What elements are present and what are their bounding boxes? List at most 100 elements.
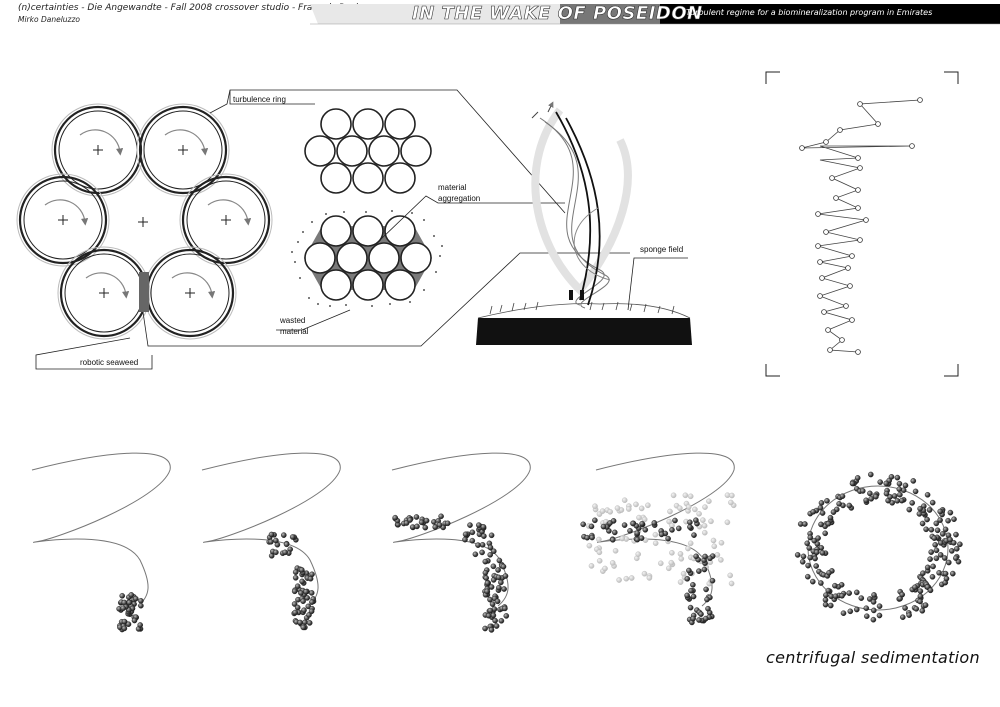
- particle-light: [641, 516, 648, 523]
- particle: [899, 591, 906, 598]
- particle-light: [718, 540, 725, 546]
- particle: [487, 552, 494, 558]
- particle: [933, 520, 940, 527]
- trajectory-point: [857, 237, 863, 243]
- packing-aggregated: [291, 210, 443, 307]
- particle: [873, 493, 879, 500]
- ring-top-left: [51, 103, 145, 197]
- particle: [487, 596, 493, 603]
- particle: [953, 555, 959, 561]
- particle: [811, 537, 818, 544]
- particle: [919, 608, 926, 614]
- particle-light: [669, 550, 675, 556]
- particle: [444, 520, 451, 527]
- trajectory-point: [817, 259, 823, 265]
- particle: [493, 623, 500, 629]
- particle-light: [677, 579, 684, 585]
- trajectory-point: [825, 327, 831, 333]
- particle: [876, 612, 883, 619]
- particle: [854, 606, 860, 613]
- particle-light: [607, 508, 614, 515]
- particle: [929, 574, 936, 580]
- particle: [822, 530, 829, 537]
- particle: [121, 625, 128, 632]
- particle: [630, 520, 636, 527]
- particle-light: [641, 570, 648, 577]
- particle: [920, 570, 926, 577]
- particle-light: [677, 551, 684, 557]
- particle: [498, 618, 505, 624]
- particle: [488, 532, 495, 539]
- particle: [942, 526, 949, 533]
- particle: [273, 537, 279, 544]
- particle: [876, 603, 883, 610]
- particle: [292, 609, 299, 616]
- particle-light: [702, 529, 708, 536]
- turbulence-ring-diagram: [16, 103, 273, 340]
- particle-light: [727, 572, 734, 579]
- particle: [794, 552, 801, 558]
- particle: [690, 615, 696, 622]
- wasted-material-dots: [291, 210, 443, 307]
- particle: [300, 624, 307, 631]
- particle: [119, 593, 125, 599]
- particle: [943, 575, 950, 582]
- particle: [900, 614, 906, 621]
- label-sponge-field: sponge field: [640, 245, 683, 254]
- particle: [937, 540, 944, 546]
- particle-light: [614, 505, 621, 511]
- particle: [121, 618, 128, 625]
- particle-light: [685, 545, 691, 552]
- particle: [871, 607, 877, 614]
- particle: [703, 586, 709, 593]
- sponge-field-section: [476, 104, 692, 345]
- particle: [462, 531, 469, 538]
- particle: [495, 567, 501, 573]
- particle: [891, 493, 898, 499]
- particle: [927, 556, 933, 562]
- particle: [957, 541, 963, 548]
- label-wasted-material-line2: material: [280, 327, 309, 336]
- particle: [696, 617, 702, 623]
- particle-light: [592, 503, 598, 510]
- particle: [432, 524, 439, 530]
- particle: [902, 482, 909, 489]
- particle: [138, 598, 144, 604]
- trajectory-point: [821, 309, 827, 315]
- particle: [934, 527, 941, 534]
- particle: [676, 525, 682, 532]
- particle: [854, 475, 861, 481]
- particle: [849, 480, 856, 487]
- particle: [665, 535, 671, 542]
- particle: [919, 520, 926, 527]
- particle-light: [718, 557, 724, 563]
- particle: [120, 605, 126, 612]
- trajectory-point: [829, 175, 835, 181]
- particle: [488, 584, 495, 590]
- particle: [621, 522, 628, 528]
- particle: [484, 588, 490, 595]
- ring-mid-right: [179, 173, 273, 267]
- particle: [814, 549, 820, 556]
- particle-light: [619, 535, 626, 542]
- particle: [588, 523, 595, 530]
- particle-light: [609, 560, 616, 566]
- particle-light: [626, 506, 632, 512]
- particle: [709, 577, 716, 584]
- trajectory-point: [837, 127, 843, 133]
- particle: [607, 520, 613, 526]
- particle: [495, 574, 502, 581]
- particle-light: [646, 575, 653, 581]
- particle: [864, 613, 870, 620]
- particle-light: [628, 575, 635, 581]
- particle: [819, 510, 826, 516]
- particle: [906, 506, 913, 513]
- particle: [870, 616, 877, 623]
- particle: [823, 592, 829, 598]
- particle: [469, 537, 476, 544]
- spiral-panel-1: [31, 452, 171, 633]
- particle: [492, 617, 498, 624]
- particle: [584, 534, 591, 541]
- particle: [949, 548, 955, 554]
- particle-light: [724, 519, 731, 526]
